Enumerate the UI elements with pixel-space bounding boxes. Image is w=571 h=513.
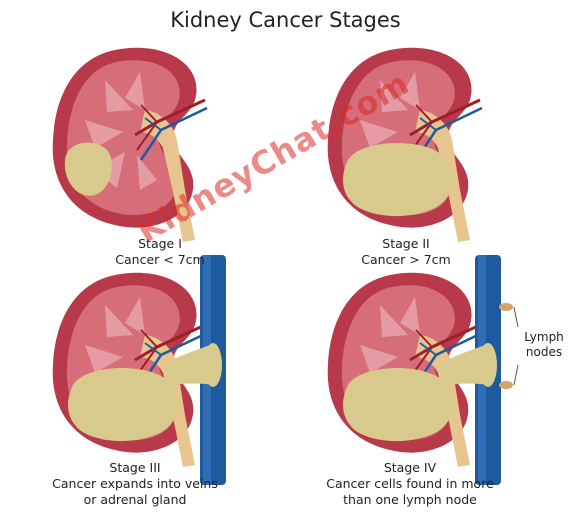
stage-4-caption: Stage IV Cancer cells found in more than…	[285, 460, 535, 508]
tumor	[343, 368, 453, 441]
lymph-nodes-label: Lymph nodes	[516, 330, 571, 360]
lymph-node	[499, 303, 513, 311]
stage-3-kidney	[53, 255, 226, 485]
tumor	[68, 368, 178, 441]
lymph-pointer	[514, 307, 518, 327]
stage-3-caption: Stage III Cancer expands into veins or a…	[10, 460, 260, 508]
tumor	[343, 143, 453, 216]
stage-4-kidney	[328, 255, 518, 485]
stage-4-desc-line1: Cancer cells found in more	[285, 476, 535, 492]
stage-2-caption: Stage II Cancer > 7cm	[286, 236, 526, 268]
stage-3-desc-line2: or adrenal gland	[10, 492, 260, 508]
stage-2-desc: Cancer > 7cm	[286, 252, 526, 268]
stage-1-desc: Cancer < 7cm	[40, 252, 280, 268]
stage-3-name: Stage III	[10, 460, 260, 476]
stage-2-name: Stage II	[286, 236, 526, 252]
stage-4-name: Stage IV	[285, 460, 535, 476]
lymph-pointer	[514, 365, 518, 385]
lymph-node	[499, 381, 513, 389]
lymph-label-line1: Lymph	[516, 330, 571, 345]
tumor-in-vein	[204, 343, 222, 387]
stage-4-desc-line2: than one lymph node	[285, 492, 535, 508]
stage-3-desc-line1: Cancer expands into veins	[10, 476, 260, 492]
lymph-label-line2: nodes	[516, 345, 571, 360]
tumor-in-vein	[479, 343, 497, 387]
